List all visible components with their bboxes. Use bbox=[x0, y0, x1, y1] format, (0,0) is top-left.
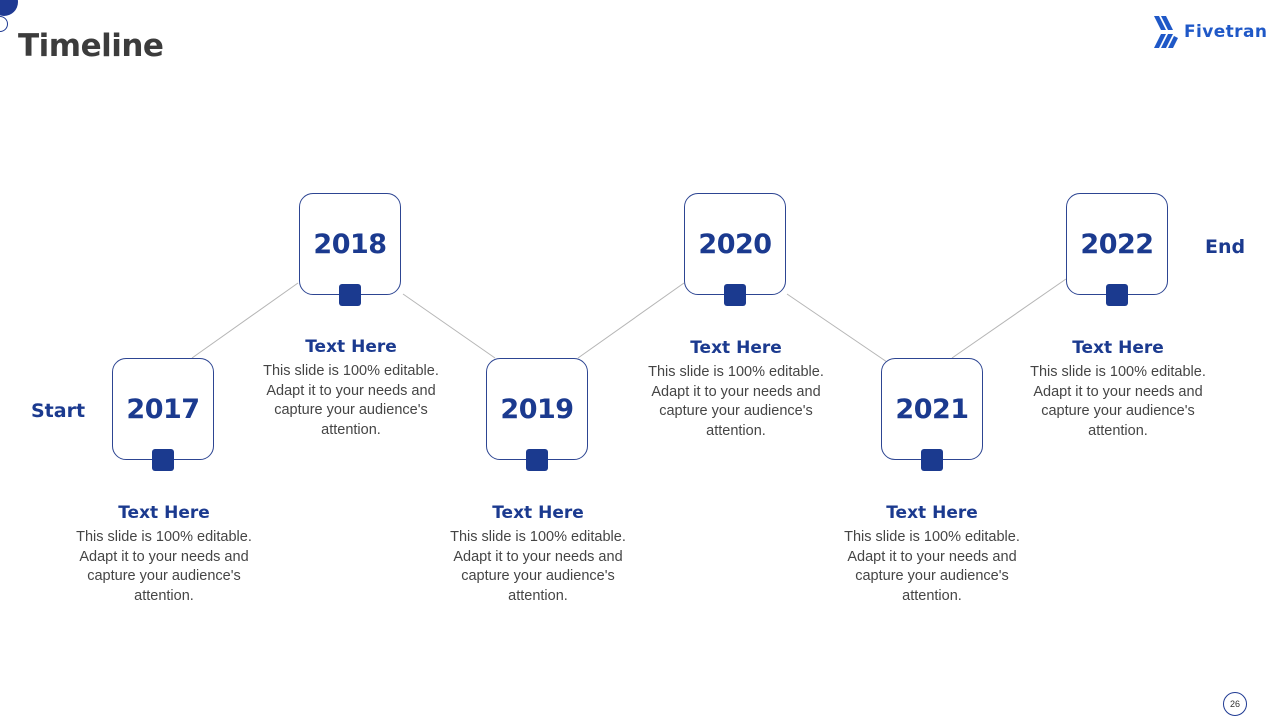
corner-decoration-dot bbox=[0, 0, 18, 16]
page-number: 26 bbox=[1223, 692, 1247, 716]
brand-name: Fivetran bbox=[1184, 22, 1268, 42]
caption-heading: Text Here bbox=[886, 503, 978, 523]
caption-body: This slide is 100% editable. Adapt it to… bbox=[648, 364, 824, 439]
year-box-2022: 2022 bbox=[1066, 193, 1168, 306]
caption-heading: Text Here bbox=[690, 338, 782, 358]
year-box-2021: 2021 bbox=[881, 358, 983, 471]
connector-line bbox=[951, 278, 1067, 359]
connector-line bbox=[191, 282, 299, 359]
end-label: End bbox=[1205, 236, 1246, 258]
milestone-caption-2020: Text Here This slide is 100% editable. A… bbox=[646, 338, 826, 441]
year-label: 2019 bbox=[500, 393, 574, 425]
connector-line bbox=[786, 293, 888, 363]
start-label: Start bbox=[31, 400, 86, 422]
connector-knob bbox=[1106, 284, 1128, 306]
milestone-caption-2021: Text Here This slide is 100% editable. A… bbox=[842, 503, 1022, 606]
connector-line bbox=[402, 293, 496, 359]
caption-heading: Text Here bbox=[492, 503, 584, 523]
caption-body: This slide is 100% editable. Adapt it to… bbox=[76, 529, 252, 604]
milestone-caption-2017: Text Here This slide is 100% editable. A… bbox=[74, 503, 254, 606]
year-box-2019: 2019 bbox=[486, 358, 588, 471]
milestone-caption-2022: Text Here This slide is 100% editable. A… bbox=[1028, 338, 1208, 441]
caption-body: This slide is 100% editable. Adapt it to… bbox=[450, 529, 626, 604]
connector-knob bbox=[724, 284, 746, 306]
year-label: 2020 bbox=[698, 228, 772, 260]
connector-line bbox=[577, 282, 685, 359]
connector-knob bbox=[152, 449, 174, 471]
milestone-caption-2019: Text Here This slide is 100% editable. A… bbox=[448, 503, 628, 606]
caption-heading: Text Here bbox=[305, 337, 397, 357]
caption-heading: Text Here bbox=[1072, 338, 1164, 358]
connector-knob bbox=[526, 449, 548, 471]
connector-knob bbox=[921, 449, 943, 471]
year-box-2020: 2020 bbox=[684, 193, 786, 306]
caption-body: This slide is 100% editable. Adapt it to… bbox=[844, 529, 1020, 604]
connector-knob bbox=[339, 284, 361, 306]
year-label: 2021 bbox=[895, 393, 969, 425]
brand-logo: Fivetran bbox=[1152, 16, 1267, 48]
year-label: 2022 bbox=[1080, 228, 1154, 260]
slide-title: Timeline bbox=[18, 28, 164, 64]
caption-body: This slide is 100% editable. Adapt it to… bbox=[1030, 364, 1206, 439]
year-label: 2018 bbox=[313, 228, 387, 260]
caption-body: This slide is 100% editable. Adapt it to… bbox=[263, 363, 439, 438]
milestone-caption-2018: Text Here This slide is 100% editable. A… bbox=[261, 337, 441, 440]
stripes-logo-icon bbox=[1154, 16, 1178, 48]
year-box-2017: 2017 bbox=[112, 358, 214, 471]
year-box-2018: 2018 bbox=[299, 193, 401, 306]
year-label: 2017 bbox=[126, 393, 200, 425]
caption-heading: Text Here bbox=[118, 503, 210, 523]
